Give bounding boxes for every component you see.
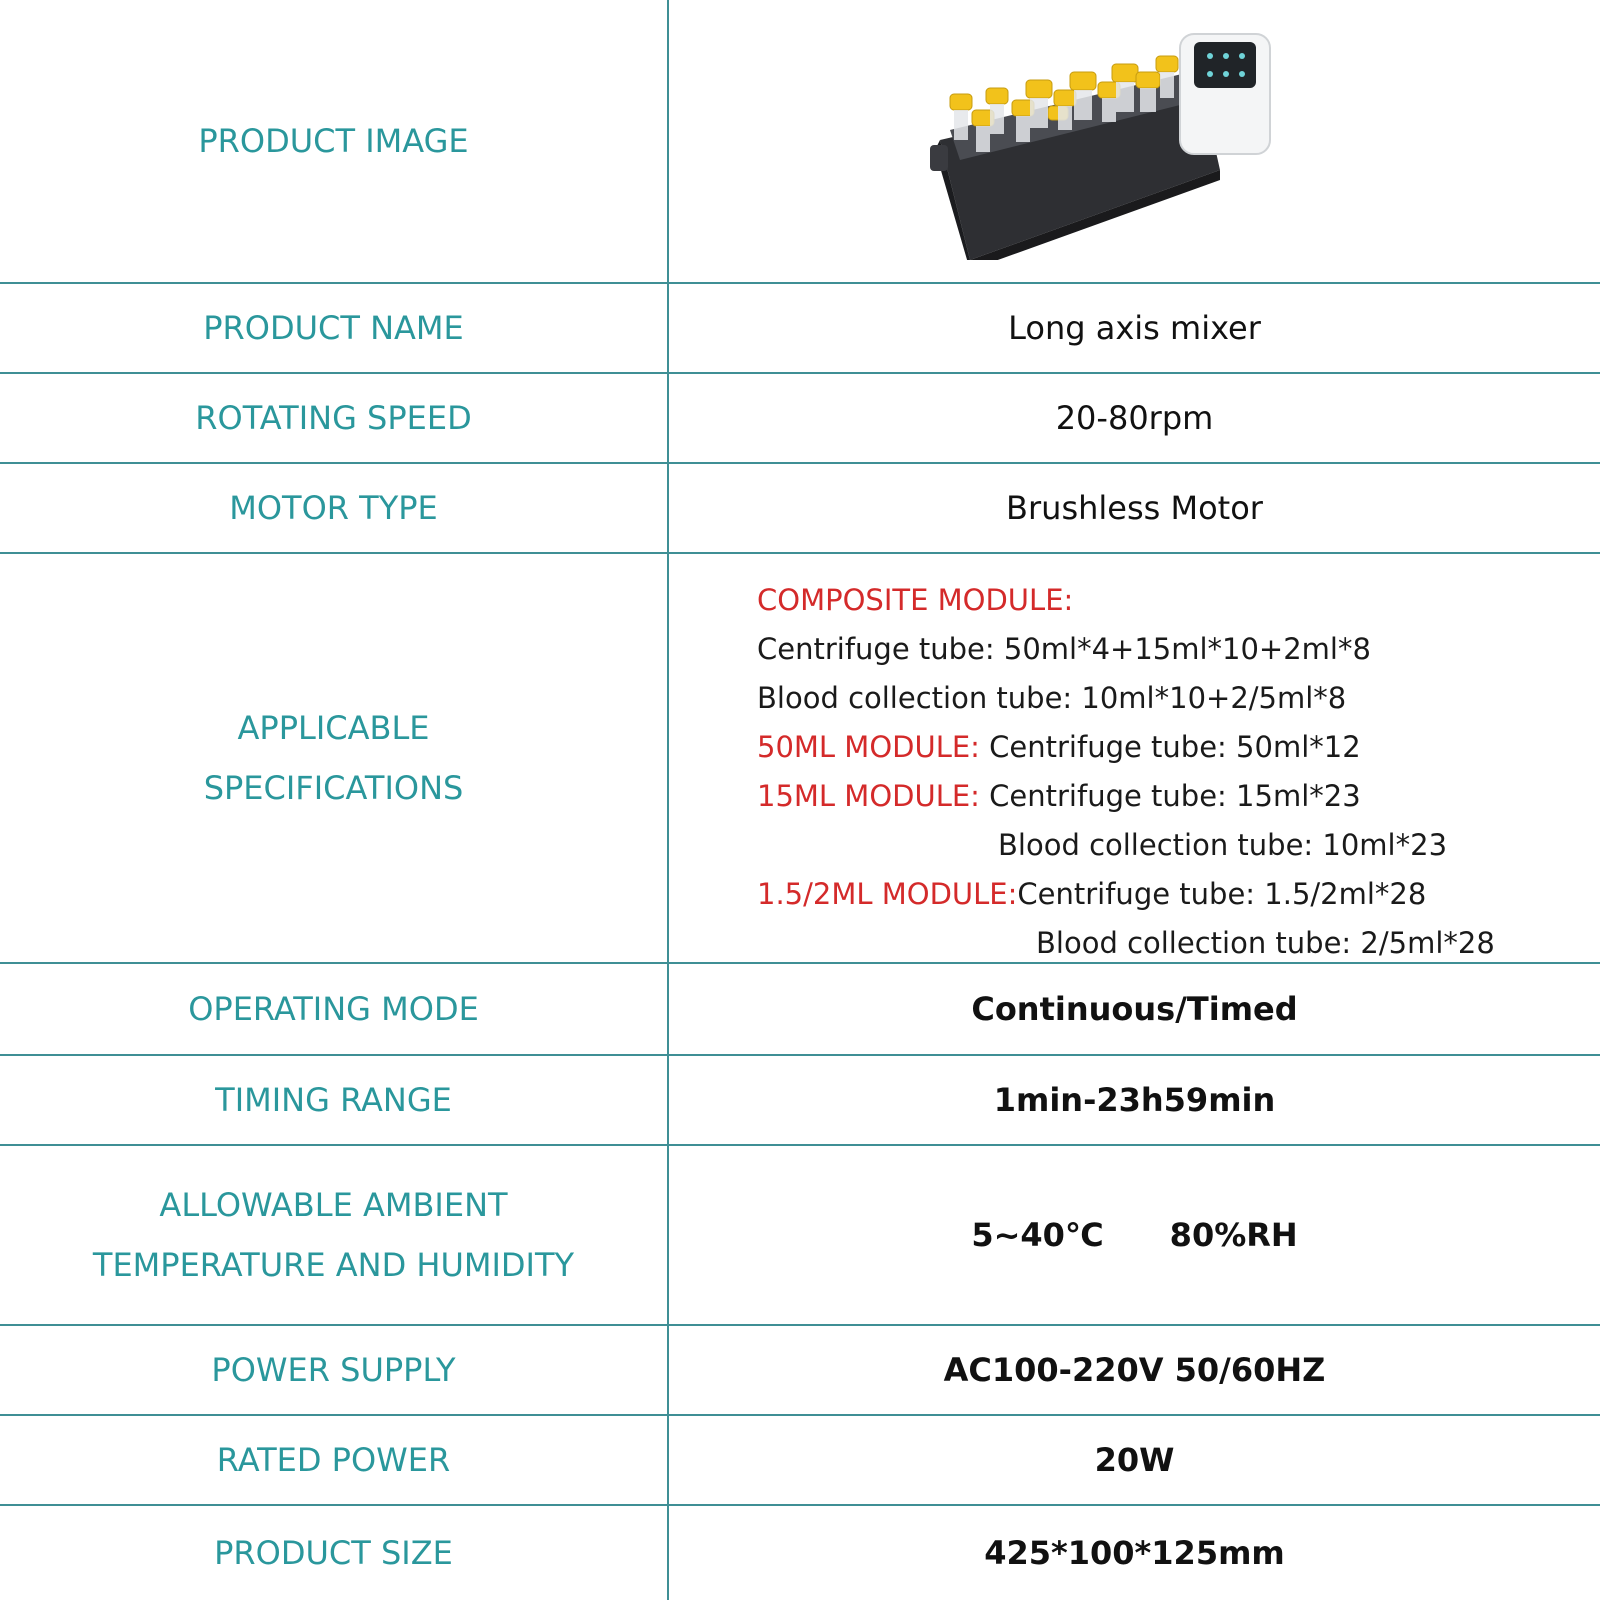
- row-product-name: PRODUCT NAME Long axis mixer: [0, 284, 1600, 372]
- module-2ml-title: 1.5/2ML MODULE:: [757, 877, 1018, 911]
- row-separator: [0, 462, 1600, 464]
- module-50ml-title: 50ML MODULE:: [757, 730, 990, 764]
- value-humidity: 80%RH: [1169, 1216, 1298, 1254]
- value-motor-type: Brushless Motor: [1006, 489, 1263, 527]
- row-timing-range: TIMING RANGE 1min-23h59min: [0, 1056, 1600, 1144]
- row-separator: [0, 1414, 1600, 1416]
- module-2ml-line: 1.5/2ML MODULE:Centrifuge tube: 1.5/2ml*…: [757, 870, 1495, 919]
- row-power-supply: POWER SUPPLY AC100-220V 50/60HZ: [0, 1326, 1600, 1414]
- label-product-image: PRODUCT IMAGE: [198, 122, 469, 160]
- row-separator: [0, 1144, 1600, 1146]
- module-2ml-blood: Blood collection tube: 2/5ml*28: [1036, 926, 1495, 960]
- row-operating-mode: OPERATING MODE Continuous/Timed: [0, 964, 1600, 1054]
- column-divider: [667, 0, 669, 1600]
- module-50ml-centrifuge: Centrifuge tube: 50ml*12: [989, 730, 1361, 764]
- row-rotating-speed: ROTATING SPEED 20-80rpm: [0, 374, 1600, 462]
- row-ambient: ALLOWABLE AMBIENT TEMPERATURE AND HUMIDI…: [0, 1146, 1600, 1324]
- module-15ml-blood: Blood collection tube: 10ml*23: [998, 828, 1448, 862]
- label-ambient: ALLOWABLE AMBIENT TEMPERATURE AND HUMIDI…: [0, 1146, 667, 1324]
- row-separator: [0, 282, 1600, 284]
- label-operating-mode: OPERATING MODE: [188, 990, 479, 1028]
- label-product-name: PRODUCT NAME: [203, 309, 464, 347]
- row-applicable-specifications: APPLICABLE SPECIFICATIONS COMPOSITE MODU…: [0, 554, 1600, 962]
- value-temperature: 5~40℃: [971, 1216, 1104, 1254]
- row-rated-power: RATED POWER 20W: [0, 1416, 1600, 1504]
- module-15ml-centrifuge: Centrifuge tube: 15ml*23: [989, 779, 1361, 813]
- value-rotating-speed: 20-80rpm: [1055, 399, 1214, 437]
- module-50ml-line: 50ML MODULE: Centrifuge tube: 50ml*12: [757, 723, 1495, 772]
- label-rated-power: RATED POWER: [216, 1441, 451, 1479]
- row-separator: [0, 372, 1600, 374]
- value-rated-power: 20W: [1094, 1441, 1175, 1479]
- module-2ml-centrifuge: Centrifuge tube: 1.5/2ml*28: [1017, 877, 1427, 911]
- value-operating-mode: Continuous/Timed: [971, 990, 1298, 1028]
- row-separator: [0, 552, 1600, 554]
- label-line-2: SPECIFICATIONS: [203, 769, 464, 807]
- row-product-size: PRODUCT SIZE 425*100*125mm: [0, 1506, 1600, 1600]
- label-line-2: TEMPERATURE AND HUMIDITY: [92, 1246, 575, 1284]
- value-power-supply: AC100-220V 50/60HZ: [943, 1351, 1326, 1389]
- row-separator: [0, 1054, 1600, 1056]
- value-product-size: 425*100*125mm: [984, 1534, 1285, 1572]
- row-separator: [0, 1324, 1600, 1326]
- composite-blood-line: Blood collection tube: 10ml*10+2/5ml*8: [757, 681, 1347, 715]
- value-product-name: Long axis mixer: [1008, 309, 1261, 347]
- value-ambient: 5~40℃ 80%RH: [669, 1146, 1600, 1324]
- row-motor-type: MOTOR TYPE Brushless Motor: [0, 464, 1600, 552]
- row-separator: [0, 1504, 1600, 1506]
- row-product-image: PRODUCT IMAGE: [0, 0, 1600, 282]
- module-15ml-title: 15ML MODULE:: [757, 779, 990, 813]
- mixer-icon: [930, 33, 1271, 270]
- label-rotating-speed: ROTATING SPEED: [195, 399, 472, 437]
- composite-module-title: COMPOSITE MODULE:: [757, 583, 1074, 617]
- value-timing-range: 1min-23h59min: [993, 1081, 1276, 1119]
- label-line-1: APPLICABLE: [237, 709, 430, 747]
- module-15ml-line: 15ML MODULE: Centrifuge tube: 15ml*23: [757, 772, 1495, 821]
- label-timing-range: TIMING RANGE: [215, 1081, 452, 1119]
- label-motor-type: MOTOR TYPE: [229, 489, 438, 527]
- label-power-supply: POWER SUPPLY: [211, 1351, 456, 1389]
- label-applicable-specifications: APPLICABLE SPECIFICATIONS: [0, 554, 667, 962]
- specifications-list: COMPOSITE MODULE: Centrifuge tube: 50ml*…: [757, 576, 1495, 968]
- label-product-size: PRODUCT SIZE: [214, 1534, 453, 1572]
- product-image: [930, 20, 1290, 270]
- composite-centrifuge-line: Centrifuge tube: 50ml*4+15ml*10+2ml*8: [757, 632, 1371, 666]
- label-line-1: ALLOWABLE AMBIENT: [159, 1186, 508, 1224]
- row-separator: [0, 962, 1600, 964]
